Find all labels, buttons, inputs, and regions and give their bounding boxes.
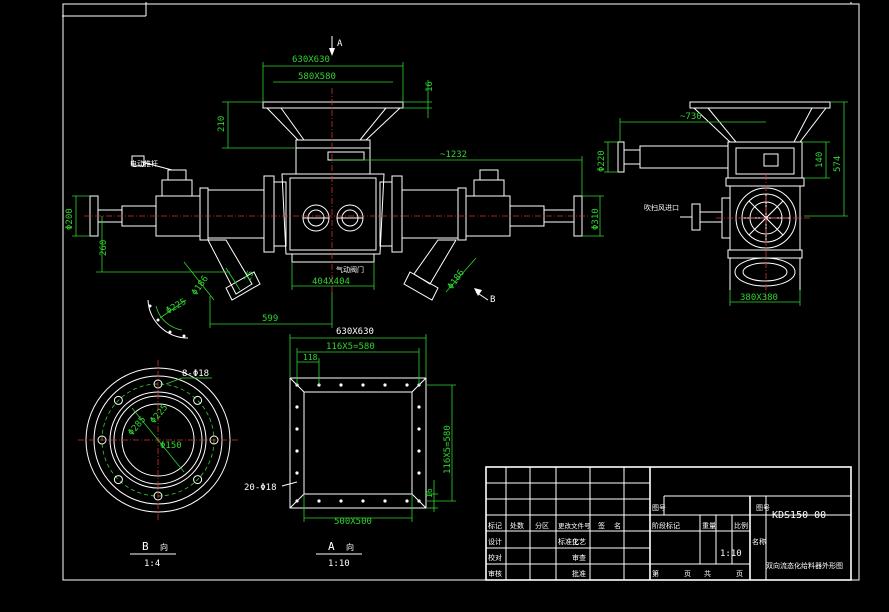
dim-top-flange-inner: 580X580 bbox=[298, 72, 336, 82]
tb-no-label: 图号 bbox=[652, 504, 666, 512]
a-dim-holes: 20-Φ18 bbox=[244, 483, 277, 493]
a-dim-inner: 500X500 bbox=[334, 517, 372, 527]
tb-col-2: 分区 bbox=[535, 521, 549, 530]
view-b: 8-Φ18 Φ285 Φ225 Φ150 B 向 1:4 bbox=[78, 360, 238, 569]
side-view: ~730 Φ220 140 574 380X380 吹扫风进口 bbox=[597, 101, 848, 306]
tb-scale-label: 比例 bbox=[734, 521, 748, 530]
tb-name-label: 名称 bbox=[752, 537, 766, 546]
tb-scale: 1:10 bbox=[720, 549, 742, 559]
b-dim-d3: Φ150 bbox=[160, 441, 182, 451]
dim-offset: 599 bbox=[262, 314, 278, 324]
tb-row2-std: 标准化 bbox=[558, 537, 579, 546]
side-dim-h2: 574 bbox=[833, 156, 843, 172]
tb-col-1: 处数 bbox=[510, 521, 524, 530]
dim-angle: 25 bbox=[243, 269, 256, 283]
dim-left-h: 260 bbox=[99, 240, 109, 256]
dim-top-flange-outer: 630X630 bbox=[292, 55, 330, 65]
tb-col-4: 签 bbox=[598, 521, 605, 530]
tb-no-label-2: 图号 bbox=[756, 504, 770, 512]
dim-right-dia: Φ310 bbox=[591, 208, 601, 230]
dim-flange-thk: 16 bbox=[425, 81, 435, 92]
view-a-scale: 1:10 bbox=[328, 559, 350, 569]
tb-row2-inspect: 审查 bbox=[572, 553, 586, 562]
front-view: A bbox=[65, 36, 604, 339]
arrow-b-label: B bbox=[490, 295, 495, 305]
view-a-title-suffix: 向 bbox=[346, 542, 354, 552]
side-dim-bottom-sq: 380X380 bbox=[740, 293, 778, 303]
view-a: 630X630 116X5=580 118 116X5=580 16 20-Φ1… bbox=[244, 327, 456, 569]
arrow-a-label: A bbox=[337, 39, 343, 49]
dim-left-dia: Φ200 bbox=[65, 208, 75, 230]
tb-stage-label: 阶段标记 bbox=[652, 521, 680, 530]
sheet-frame bbox=[62, 2, 860, 581]
view-a-holes bbox=[295, 383, 421, 503]
a-dim-spacing-h: 116X5=580 bbox=[326, 342, 375, 352]
tb-col-5: 名 bbox=[614, 521, 621, 530]
dim-span: ~1232 bbox=[440, 150, 467, 160]
tb-sheet-1: 页 bbox=[684, 570, 691, 578]
tb-row-review: 审核 bbox=[488, 569, 502, 578]
side-dim-pipe-dia: Φ220 bbox=[597, 150, 607, 172]
tb-row-check: 校对 bbox=[488, 553, 502, 562]
a-dim-small: 16 bbox=[425, 488, 434, 498]
tb-col-0: 标记 bbox=[488, 521, 502, 530]
view-b-title-suffix: 向 bbox=[160, 542, 168, 552]
tb-sheet-3: 页 bbox=[736, 570, 743, 578]
side-label-air-inlet: 吹扫风进口 bbox=[644, 203, 679, 212]
view-b-scale: 1:4 bbox=[144, 559, 160, 569]
tb-sheet-2: 共 bbox=[704, 569, 711, 578]
side-dim-length: ~730 bbox=[680, 112, 702, 122]
view-b-title: B bbox=[142, 540, 149, 553]
tb-row2-approve: 批准 bbox=[572, 569, 586, 578]
a-dim-outer: 630X630 bbox=[336, 327, 374, 337]
title-block: 标记 处数 分区 更改文件号 签 名 设计 校对 审核 标准化 工艺 审查 批准… bbox=[485, 466, 852, 581]
a-dim-edge: 118 bbox=[303, 353, 318, 362]
tb-drawing-no: KDS150-00 bbox=[772, 510, 826, 521]
tb-row-design: 设计 bbox=[488, 537, 502, 546]
tb-col-3: 更改文件号 bbox=[558, 521, 591, 530]
dim-bottom-sq: 404X404 bbox=[312, 277, 350, 287]
tb-sheet-0: 第 bbox=[652, 569, 659, 578]
tb-weight-label: 重量 bbox=[702, 522, 716, 530]
tb-name: 双向流态化给料器外形图 bbox=[766, 561, 843, 570]
a-dim-spacing-v: 116X5=580 bbox=[443, 425, 453, 474]
side-dim-h1: 140 bbox=[815, 152, 825, 168]
dim-hopper-h: 210 bbox=[217, 116, 227, 132]
label-left-motor: 电动推杆 bbox=[130, 159, 158, 168]
label-center-note: 气动阀门 bbox=[336, 265, 364, 274]
b-dim-holes: 8-Φ18 bbox=[182, 369, 209, 379]
view-a-title: A bbox=[328, 540, 335, 553]
tb-row2-process: 工艺 bbox=[572, 538, 586, 546]
